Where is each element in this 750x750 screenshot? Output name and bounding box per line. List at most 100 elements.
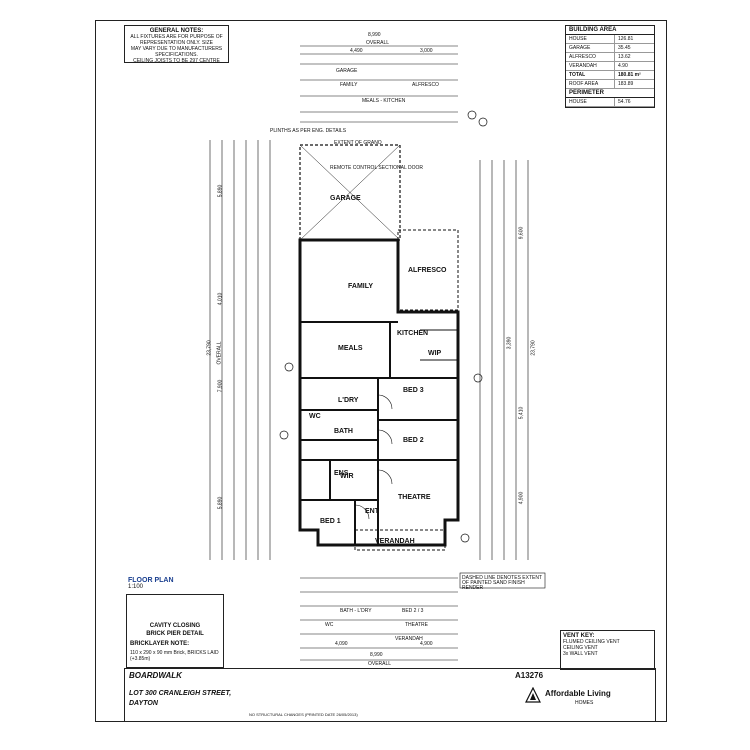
area-value: 126.81 [618,36,634,42]
area-label: GARAGE [566,44,615,52]
brand-logo-icon [525,687,541,703]
bricklayer-note-text: 110 x 290 x 90 mm Brick, BRICKS LAID (+3… [130,650,219,662]
general-notes-title: GENERAL NOTES: [149,28,204,34]
dim-bottom-verandah: VERANDAH [395,636,423,642]
floor-plan-scale: 1:100 [128,584,144,590]
dim-top-garage: GARAGE [336,68,358,74]
floor-plan-title: FLOOR PLAN [128,577,174,584]
note-line: MAY VARY DUE TO MANUFACTURERS [130,46,223,52]
perimeter-title: PERIMETER [566,89,654,98]
bricklayer-note-title: BRICKLAYER NOTE: [130,641,190,647]
room-alfresco: ALFRESCO [408,267,447,274]
cavity-subtitle: BRICK PIER DETAIL [146,631,204,637]
area-value: 4.90 [618,63,628,69]
note-dashed-line: DASHED LINE DENOTES EXTENT OF PAINTED SA… [462,575,542,591]
area-label: HOUSE [566,35,615,43]
area-label: HOUSE [566,98,615,106]
dim-top-overall: 8,990 [368,32,381,38]
dim-left-overall-label: OVERALL [216,341,223,365]
room-bed1: BED 1 [320,518,341,525]
dim-top-1: 4,490 [350,48,363,54]
room-bed2: BED 2 [403,437,424,444]
dim-top-overall-label: OVERALL [366,40,390,46]
area-label: ROOF AREA [566,80,615,88]
dim-bottom-overall: 8,990 [370,652,383,658]
area-value: 35.45 [618,45,631,51]
area-value: 54.76 [618,99,631,105]
area-label: TOTAL [566,71,615,79]
note-extent-grano: EXTENT OF GRANO [334,140,382,146]
area-value: 183.89 [618,81,634,87]
dim-bottom-wc: WC [325,622,334,628]
area-label: ALFRESCO [566,53,615,61]
job-number: A13276 [515,671,544,680]
dim-top-family: FAMILY [340,82,358,88]
dim-bottom-bath-ldry: BATH - L'DRY [340,608,372,614]
dim-left-2: 4,010 [217,292,224,306]
room-wip: WIP [428,350,442,357]
dim-top-2: 3,000 [420,48,433,54]
room-wir: WIR [340,473,354,480]
room-theatre: THEATRE [398,494,431,501]
general-notes: GENERAL NOTES: ALL FIXTURES ARE FOR PURP… [124,25,229,64]
room-verandah: VERANDAH [375,538,415,545]
room-ent: ENT [365,508,379,515]
dim-right-overall: 23,790 [530,340,537,356]
dim-left-3: 7,900 [217,379,224,393]
room-bed3: BED 3 [403,387,424,394]
vent-key: VENT KEY: FLUMED CEILING VENT CEILING VE… [560,630,655,670]
dim-bottom-overall-label: OVERALL [368,661,392,667]
room-bath: BATH [334,428,353,435]
dim-right-4: 4,900 [518,491,525,505]
brand-name: Affordable Living [545,689,611,698]
floor-plan-legend: FLOOR PLAN 1:100 [128,577,223,590]
cavity-title: CAVITY CLOSING [149,623,201,629]
dim-bottom-1: 4,090 [335,641,348,647]
note-remote-door: REMOTE CONTROL SECTIONAL DOOR [330,165,423,171]
dim-top-meals-kitchen: MEALS - KITCHEN [362,98,406,104]
dim-bottom-theatre: THEATRE [405,622,428,628]
design-name: BOARDWALK [129,671,182,680]
drawing-sheet [95,20,667,722]
room-garage: GARAGE [330,195,361,202]
brand-homes: HOMES [575,700,594,706]
room-family: FAMILY [348,283,374,290]
area-label: VERANDAH [566,62,615,70]
note-line: REPRESENTATION ONLY. SIZE [140,40,213,46]
room-wc: WC [309,413,321,420]
room-ens: ENS [334,470,349,477]
dim-left-1: 5,890 [217,184,224,198]
dim-top-alfresco: ALFRESCO [412,82,439,88]
room-ldry: L'DRY [338,397,359,404]
note-line: SPECIFICATIONS. [155,52,198,58]
dim-left-4: 5,890 [217,496,224,510]
title-block: BOARDWALK LOT 300 CRANLEIGH STREET, DAYT… [124,668,656,722]
area-value: 180.81 m² [618,72,641,78]
dim-right-3: 5,410 [518,406,525,420]
vent-item: CEILING VENT [563,645,598,651]
area-value: 13.62 [618,54,631,60]
lot-address: LOT 300 CRANLEIGH STREET, DAYTON [129,690,232,707]
note-pilings: PLINTHS AS PER ENG. DETAILS [270,128,347,134]
building-area-title: BUILDING AREA [566,26,654,35]
dim-bottom-bed23: BED 2 / 3 [402,608,424,614]
dim-left-overall: 23,790 [206,340,213,356]
vent-item: 3x WALL VENT [563,651,598,657]
dim-right-1: 9,600 [518,226,525,240]
vent-item: FLUMED CEILING VENT [563,639,620,645]
note-line: ALL FIXTURES ARE FOR PURPOSE OF [130,34,223,40]
room-meals: MEALS [338,345,363,352]
vent-key-title: VENT KEY: [563,633,595,639]
note-line: CEILING JOISTS TO BE 297 CENTRE [133,58,220,64]
structural-warning: NO STRUCTURAL CHANGES (PRINTED DATE 26/0… [249,712,358,717]
cavity-detail: CAVITY CLOSING BRICK PIER DETAIL BRICKLA… [126,594,224,668]
room-kitchen: KITCHEN [397,330,429,337]
